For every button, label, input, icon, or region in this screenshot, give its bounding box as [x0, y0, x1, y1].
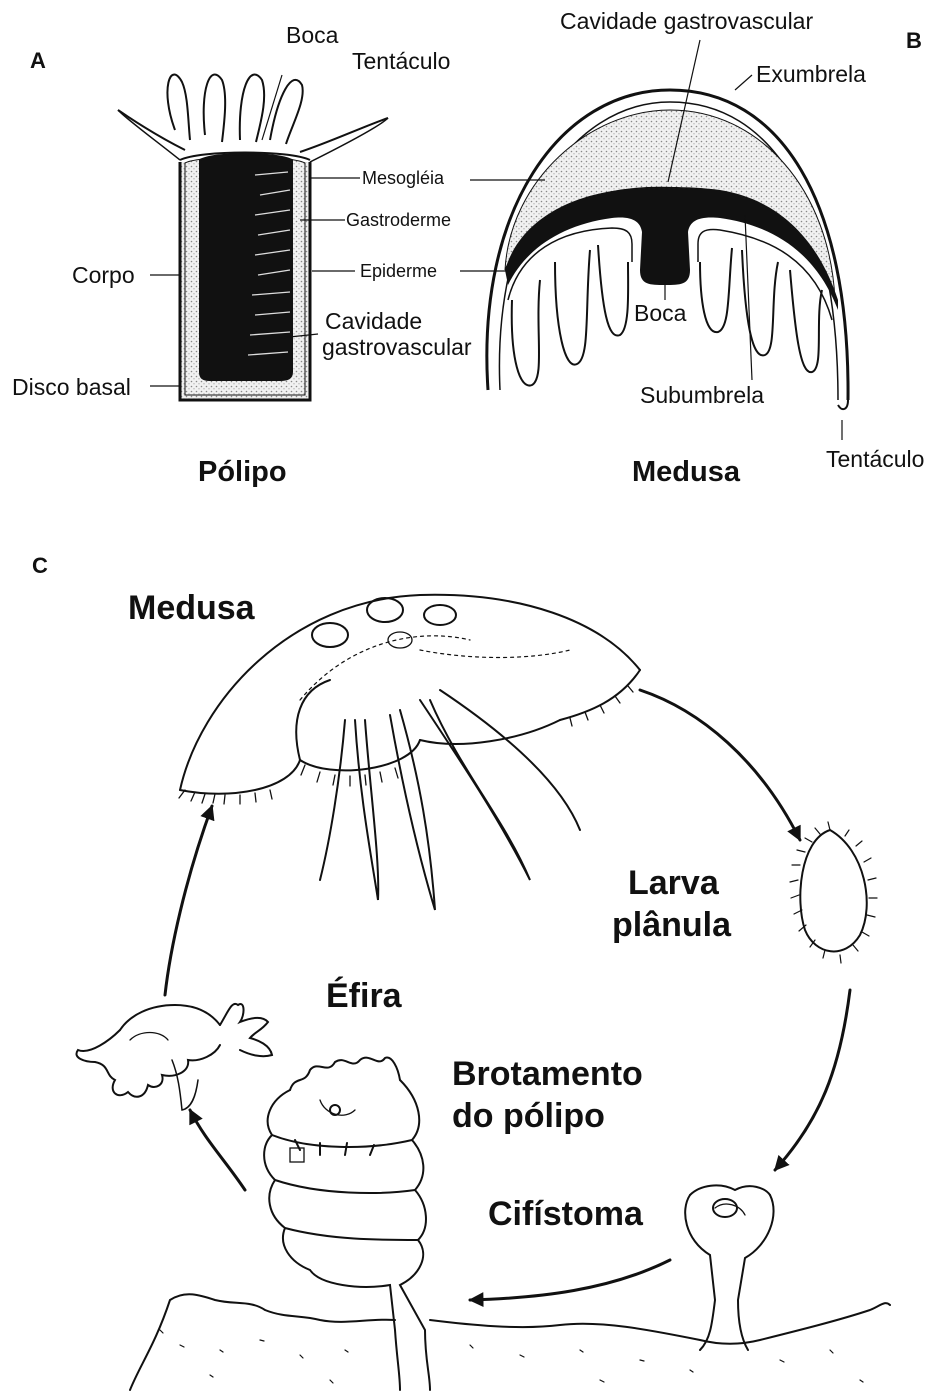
cycle-label-medusa: Medusa [128, 587, 255, 630]
polyp-tentacles [118, 74, 388, 162]
cycle-label-larva-line1: Larva [628, 862, 719, 905]
panel-label-a: A [30, 50, 46, 72]
medusa-label-mouth: Boca [634, 302, 686, 325]
ephyra-drawing [76, 1004, 272, 1110]
medusa-label-tentacle: Tentáculo [826, 448, 924, 471]
cycle-label-budding-line1: Brotamento [452, 1053, 643, 1096]
cycle-label-scyphistoma: Cifístoma [488, 1193, 643, 1236]
medusa-diagram [460, 40, 848, 440]
life-cycle-diagram [76, 595, 890, 1390]
medusa-label-cavity: Cavidade gastrovascular [560, 10, 813, 33]
cycle-label-larva-line2: plânula [612, 904, 731, 947]
arrow-ephyra-to-medusa [165, 806, 212, 995]
cycle-label-ephyra: Éfira [326, 975, 402, 1018]
oral-arms [320, 690, 580, 910]
planula-drawing [790, 822, 877, 963]
polyp-label-tentacle: Tentáculo [352, 50, 450, 73]
polyp-label-mouth: Boca [286, 24, 338, 47]
scyphistoma-drawing [685, 1185, 773, 1350]
medusa-label-exumbrella: Exumbrela [756, 63, 866, 86]
polyp-label-gastroderm: Gastroderme [346, 211, 451, 229]
polyp-label-epidermis: Epiderme [360, 262, 437, 280]
strobila-drawing [264, 1058, 430, 1390]
polyp-label-mesoglea: Mesogléia [362, 169, 444, 187]
polyp-label-cavity-line1: Cavidade [325, 310, 422, 333]
medusa-drawing [179, 595, 640, 910]
cycle-label-budding-line2: do pólipo [452, 1095, 605, 1138]
arrow-budding-to-ephyra [190, 1110, 245, 1190]
polyp-cavity [200, 154, 292, 380]
arrow-medusa-to-larva [640, 690, 800, 840]
medusa-label-subumbrella: Subumbrela [640, 384, 764, 407]
polyp-label-basal-disc: Disco basal [12, 376, 131, 399]
polyp-title: Pólipo [198, 458, 287, 487]
panel-label-b: B [906, 30, 922, 52]
arrow-larva-to-scyphistoma [775, 990, 850, 1170]
panel-label-c: C [32, 555, 48, 577]
substrate [130, 1294, 890, 1390]
polyp-label-body: Corpo [72, 264, 135, 287]
polyp-label-cavity-line2: gastrovascular [322, 336, 472, 359]
medusa-title: Medusa [632, 458, 740, 487]
arrow-scyphistoma-to-budding [470, 1260, 670, 1300]
